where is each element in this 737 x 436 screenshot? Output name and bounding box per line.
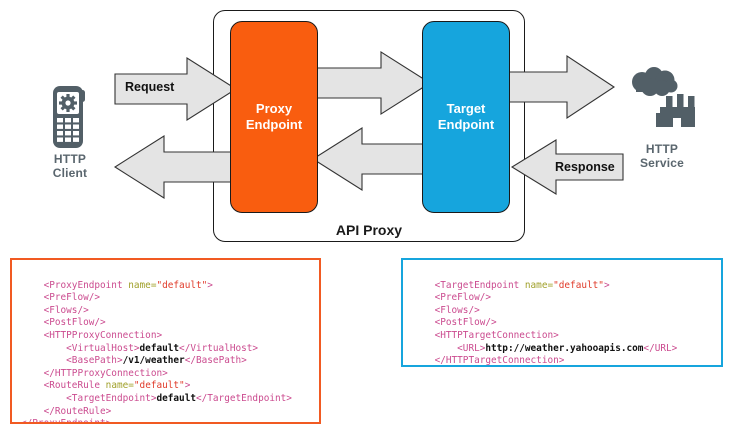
target-endpoint-label-line2: Endpoint [437,117,495,132]
xml-token-tg: </ProxyEndpoint> [21,418,112,424]
http-client-label-line2: Client [52,166,88,180]
response-label: Response [555,160,615,174]
proxy-endpoint-xml-block: <ProxyEndpoint name="default"> <PreFlow/… [10,258,321,424]
xml-token-at: name= [524,279,554,291]
xml-token-tg: <HTTPTargetConnection> [412,329,559,341]
response-arrow-proxy-to-client [113,135,237,199]
mobile-phone-gear-icon [47,84,93,150]
xml-token-tg: <PostFlow/> [21,317,106,329]
xml-token-tg: </BasePath> [184,355,247,367]
xml-token-tg: <TargetEndpoint [434,279,525,291]
api-proxy-label: API Proxy [335,222,403,238]
xml-token-tg: </RouteRule> [21,405,112,417]
http-client-label: HTTP Client [30,152,110,180]
response-arrow-service-to-target [510,139,624,195]
xml-token-tg: <HTTPProxyConnection> [21,329,163,341]
http-service-label-line2: Service [639,156,685,170]
xml-token-tg: <BasePath> [21,355,123,367]
xml-token-tg: > [603,279,610,291]
http-service-label: HTTP Service [622,142,702,170]
xml-token-tg: <RouteRule [21,380,106,392]
xml-token-tg: </HTTPProxyConnection> [21,367,168,379]
xml-token-tg: > [207,279,213,291]
request-arrow-proxy-to-target [312,51,432,115]
xml-token-at: name= [128,279,157,291]
request-label: Request [125,80,175,94]
xml-token-tg: <VirtualHost> [21,342,140,354]
xml-token-tg: <Flows/> [21,304,89,316]
http-service-label-line1: HTTP [645,142,679,156]
xml-token-tg: <Flows/> [412,304,480,316]
xml-token-av: "default" [156,279,208,291]
xml-token-av: "default" [133,380,185,392]
xml-token-av: "default" [553,279,604,291]
proxy-endpoint-label-line1: Proxy [255,101,293,116]
xml-token-tx: http://weather.yahooapis.com [485,342,644,354]
xml-token-tg: > [184,380,191,392]
http-client-label-line1: HTTP [53,152,87,166]
xml-token-tg: <PostFlow/> [412,317,497,329]
target-endpoint-label-line1: Target [446,101,486,116]
proxy-endpoint-xml-code: <ProxyEndpoint name="default"> <PreFlow/… [21,279,292,424]
factory-cloud-icon [626,66,698,136]
xml-token-tg: </HTTPTargetConnection> [412,355,565,367]
xml-token-tx: /v1/weather [122,355,185,367]
request-arrow-target-to-service [504,54,615,120]
xml-token-tg: <ProxyEndpoint [43,279,129,291]
response-arrow-target-to-proxy [311,127,431,191]
xml-token-at: name= [105,380,134,392]
xml-token-tg: <URL> [412,342,486,354]
target-endpoint-xml-block: <TargetEndpoint name="default"> <PreFlow… [401,258,723,367]
xml-token-tg: <TargetEndpoint> [21,392,157,404]
xml-token-tg: </URL> [643,342,678,354]
xml-token-tg: </TargetEndpoint> [195,392,292,404]
proxy-endpoint-box[interactable]: Proxy Endpoint [230,21,318,213]
request-arrow-client-to-proxy [114,57,238,121]
xml-token-tg: <PreFlow/> [412,292,492,304]
xml-token-tx: default [156,392,196,404]
target-endpoint-xml-code: <TargetEndpoint name="default"> <PreFlow… [412,279,678,367]
target-endpoint-box[interactable]: Target Endpoint [422,21,510,213]
xml-token-tg: <PreFlow/> [21,292,101,304]
xml-token-tx: default [139,342,180,354]
xml-token-tg: </VirtualHost> [179,342,259,354]
proxy-endpoint-label-line2: Endpoint [245,117,303,132]
